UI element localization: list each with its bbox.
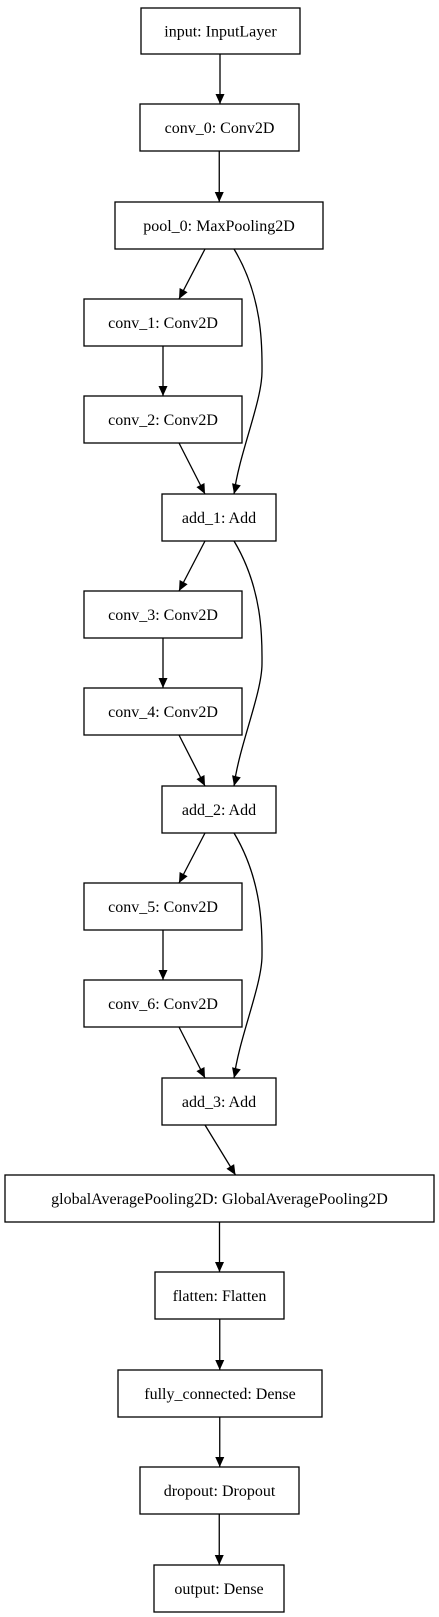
arrowhead — [179, 580, 188, 591]
node-box — [83, 590, 243, 639]
edge-dropout-to-output — [214, 1514, 224, 1565]
node-label: flatten: Flatten — [173, 1288, 267, 1305]
edge-gap-to-flatten — [215, 1222, 224, 1272]
node-conv-5: conv_5: Conv2D — [83, 882, 243, 931]
node-label: conv_1: Conv2D — [108, 315, 218, 332]
edge-fc-to-dropout — [215, 1417, 225, 1467]
node-input: input: InputLayer — [140, 7, 301, 55]
node-label: dropout: Dropout — [164, 1483, 276, 1500]
node-output: output: Dense — [153, 1564, 285, 1613]
edge-line — [233, 832, 263, 1079]
arrowhead — [214, 192, 224, 202]
edge-add-1-to-add-2 — [232, 540, 263, 787]
edge-conv-3-to-conv-4 — [158, 638, 168, 688]
node-box — [153, 1564, 285, 1613]
node-conv-6: conv_6: Conv2D — [83, 979, 243, 1028]
edge-input-to-conv-0 — [215, 54, 225, 104]
edge-conv-4-to-add-2 — [178, 734, 206, 787]
edges-layer — [158, 54, 263, 1565]
node-label: add_3: Add — [182, 1094, 256, 1111]
edge-add-1-to-conv-3 — [178, 540, 206, 592]
edge-add-2-to-conv-5 — [178, 832, 206, 884]
node-label: fully_connected: Dense — [144, 1386, 296, 1403]
node-label: conv_3: Conv2D — [108, 607, 218, 624]
node-conv-1: conv_1: Conv2D — [83, 298, 243, 347]
node-add-1: add_1: Add — [161, 493, 277, 542]
node-box — [154, 1271, 285, 1320]
node-box — [139, 1466, 300, 1515]
node-box — [140, 7, 301, 55]
node-flatten: flatten: Flatten — [154, 1271, 285, 1320]
node-label: pool_0: MaxPooling2D — [143, 218, 295, 235]
arrowhead — [226, 1164, 236, 1175]
node-add-2: add_2: Add — [161, 785, 277, 834]
node-fc: fully_connected: Dense — [117, 1369, 323, 1418]
edge-conv-0-to-pool-0 — [214, 151, 224, 202]
node-box — [83, 979, 243, 1028]
node-label: input: InputLayer — [164, 24, 277, 41]
edge-pool-0-to-add-1 — [232, 248, 263, 495]
node-box — [114, 201, 324, 250]
node-conv-2: conv_2: Conv2D — [83, 395, 243, 444]
node-box — [139, 103, 300, 152]
node-conv-3: conv_3: Conv2D — [83, 590, 243, 639]
arrowhead — [232, 1067, 241, 1078]
node-dropout: dropout: Dropout — [139, 1466, 300, 1515]
edge-flatten-to-fc — [215, 1319, 225, 1370]
edge-add-3-to-gap — [204, 1124, 237, 1176]
node-label: output: Dense — [174, 1581, 263, 1598]
node-label: conv_4: Conv2D — [108, 704, 218, 721]
arrowhead — [232, 483, 241, 494]
arrowhead — [232, 775, 241, 786]
arrowhead — [196, 1067, 205, 1078]
node-box — [83, 882, 243, 931]
edge-conv-6-to-add-3 — [178, 1026, 206, 1079]
node-label: conv_2: Conv2D — [108, 412, 218, 429]
node-add-3: add_3: Add — [161, 1077, 277, 1126]
arrowhead — [215, 1360, 225, 1370]
edge-conv-5-to-conv-6 — [158, 930, 168, 980]
node-gap: globalAveragePooling2D: GlobalAveragePoo… — [4, 1174, 435, 1223]
edge-line — [233, 248, 263, 495]
edge-pool-0-to-conv-1 — [178, 248, 206, 300]
arrowhead — [158, 678, 168, 688]
node-label: conv_5: Conv2D — [108, 899, 218, 916]
arrowhead — [215, 94, 225, 104]
arrowhead — [158, 970, 168, 980]
arrowhead — [196, 483, 205, 494]
node-box — [117, 1369, 323, 1418]
node-label: add_2: Add — [182, 802, 256, 819]
node-label: conv_6: Conv2D — [108, 996, 218, 1013]
node-box — [83, 395, 243, 444]
nodes-layer: input: InputLayer conv_0: Conv2D pool_0: M… — [4, 7, 435, 1613]
node-box — [83, 298, 243, 347]
arrowhead — [214, 1555, 224, 1565]
node-box — [161, 785, 277, 834]
node-box — [161, 493, 277, 542]
node-box — [83, 687, 243, 736]
edge-line — [233, 540, 263, 787]
node-box — [4, 1174, 435, 1223]
arrowhead — [215, 1457, 225, 1467]
node-conv-4: conv_4: Conv2D — [83, 687, 243, 736]
edge-conv-2-to-add-1 — [178, 442, 206, 495]
arrowhead — [196, 775, 205, 786]
node-pool-0: pool_0: MaxPooling2D — [114, 201, 324, 250]
arrowhead — [158, 386, 168, 396]
node-label: add_1: Add — [182, 510, 256, 527]
edge-conv-1-to-conv-2 — [158, 346, 168, 396]
node-conv-0: conv_0: Conv2D — [139, 103, 300, 152]
node-label: globalAveragePooling2D: GlobalAveragePoo… — [51, 1191, 388, 1208]
node-box — [161, 1077, 277, 1126]
arrowhead — [179, 288, 188, 299]
arrowhead — [179, 872, 188, 883]
arrowhead — [215, 1262, 224, 1272]
node-label: conv_0: Conv2D — [165, 120, 275, 137]
edge-add-2-to-add-3 — [232, 832, 263, 1079]
